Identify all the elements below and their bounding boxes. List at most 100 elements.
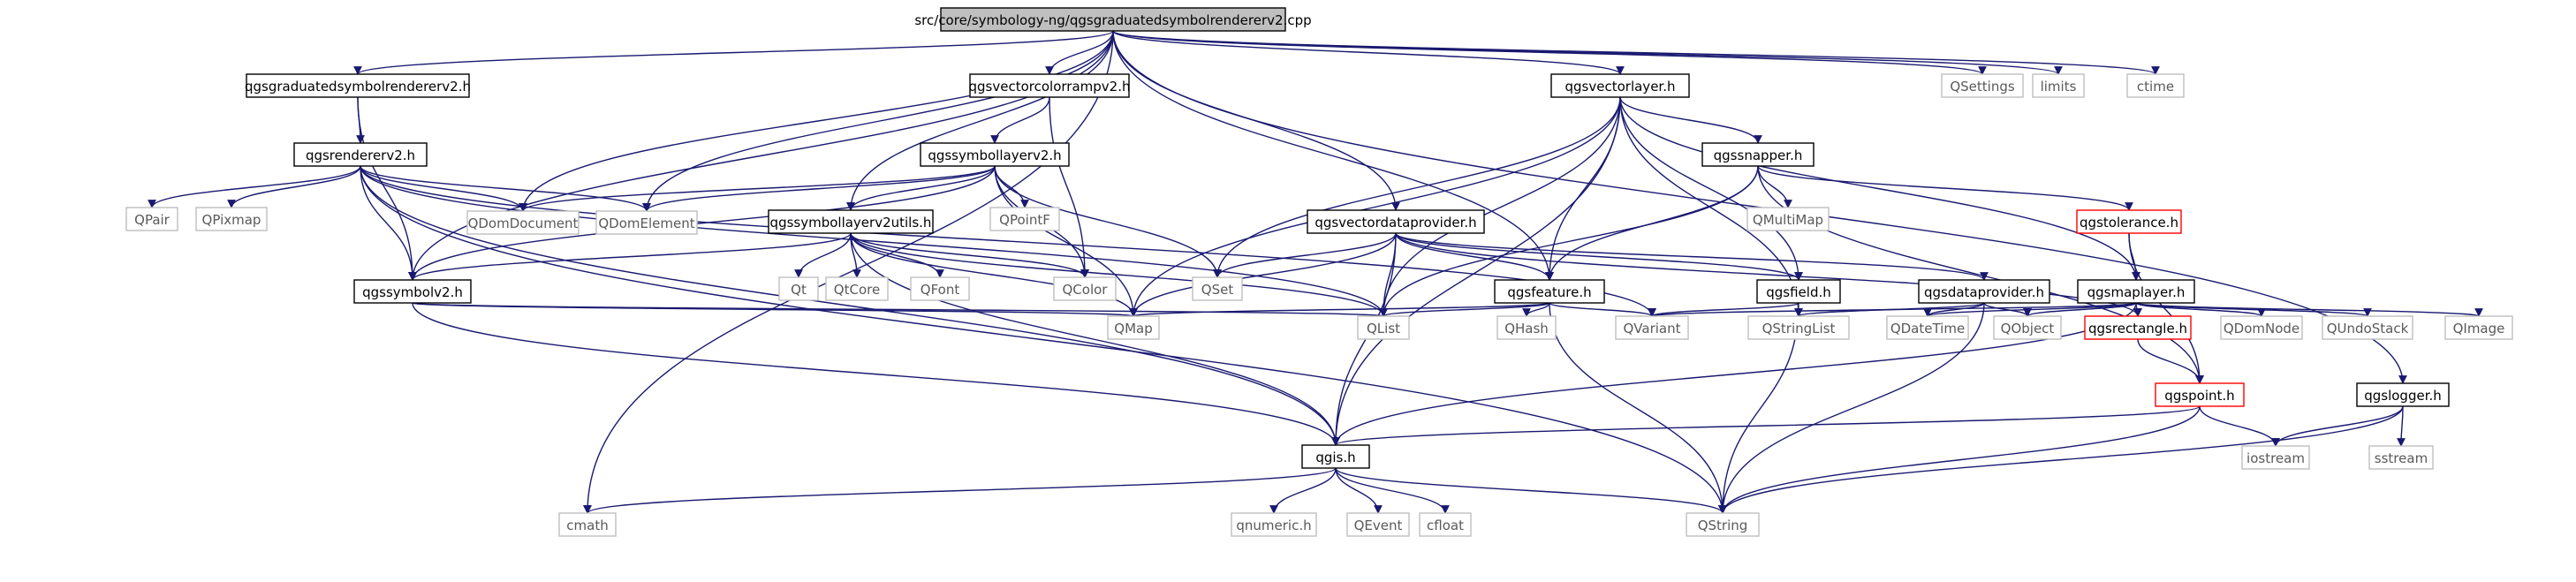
node-label: qgsvectorcolorrampv2.h [969,79,1131,94]
node-qcolor: QColor [1053,276,1117,301]
edge-ml_h-to-qvariant [1648,302,2137,317]
node-label: QPair [134,212,170,228]
edge-vl_h-to-snap_h [1619,96,1762,144]
edge-rend_h-to-qpixmap [227,165,361,208]
edge-vl_h-to-qgis_h [1331,96,1621,446]
edge-rend_h-to-sym_h [360,165,417,281]
node-label: QEvent [1354,518,1403,533]
node-label: QDomNode [2224,321,2299,336]
node-gsr-h[interactable]: qgsgraduatedsymbolrendererv2.h [245,73,471,98]
node-box [2084,315,2192,340]
edge-slu_h-to-qt [794,232,852,278]
node-vcr-h[interactable]: qgsvectorcolorrampv2.h [969,73,1131,98]
node-box [246,73,470,98]
node-box [778,276,819,301]
node-label: qgssymbollayerv2utils.h [770,215,932,231]
node-box [1886,315,1969,340]
node-label: QList [1367,321,1400,336]
node-label: qnumeric.h [1236,518,1311,533]
node-box [1494,279,1605,304]
node-qnumeric: qnumeric.h [1231,512,1317,537]
node-box [989,207,1060,231]
node-qdomel: QDomElement [595,210,698,235]
node-qpair: QPair [125,207,178,231]
edge-sym_h-to-qlist [412,302,1387,317]
node-box [1550,73,1690,98]
node-label: QFont [921,282,960,298]
node-label: QPointF [999,212,1050,228]
node-qsettings: QSettings [1941,73,2024,98]
node-box [1357,315,1410,340]
node-box [2032,73,2085,98]
node-box [1747,315,1850,340]
edge-feat_h-to-qmap [1129,302,1550,317]
node-sstream: sstream [2368,445,2434,470]
edge-rend_h-to-qgis_h [360,165,1340,446]
node-cmath: cmath [558,512,617,537]
node-box [1231,512,1317,537]
node-sl-h[interactable]: qgssymbollayerv2.h [920,142,1070,167]
node-label: QObject [2001,321,2055,336]
node-ml-h[interactable]: qgsmaplayer.h [2077,279,2195,304]
node-box [969,73,1130,98]
node-box [1301,444,1370,469]
edge-root-to-feat_h [1112,30,1554,281]
node-box [1192,276,1243,301]
node-vl-h[interactable]: qgsvectorlayer.h [1550,73,1690,98]
node-root[interactable]: src/core/symbology-ng/qgsgraduatedsymbol… [914,7,1312,32]
node-box [2368,445,2434,470]
node-label: QDomElement [598,215,694,231]
node-point-h[interactable]: qgspoint.h [2155,382,2245,407]
edge-sl_h-to-qset [994,165,1222,278]
node-label: qgssnapper.h [1714,147,1803,163]
edge-feat_h-to-qlist [1379,302,1550,317]
node-tol-h[interactable]: qgstolerance.h [2076,209,2182,234]
node-field-h[interactable]: qgsfield.h [1756,279,1841,304]
edge-logger_h-to-sstream [2397,405,2406,447]
node-sym-h[interactable]: qgssymbolv2.h [353,279,472,304]
node-qgis-h[interactable]: qgis.h [1301,444,1370,469]
edge-vcr_h-to-qcolor [1049,96,1089,278]
node-qstring: QString [1686,512,1760,537]
node-box [1053,276,1117,301]
node-qobject: QObject [1993,315,2062,340]
node-qimage: QImage [2444,315,2513,340]
edge-rend_h-to-qvariant [360,165,1656,317]
edge-sym_h-to-qmap [412,302,1137,317]
edge-snap_h-to-tol_h [1757,165,2133,211]
edge-sym_h-to-qgis_h [412,302,1340,446]
node-rect-h[interactable]: qgsrectangle.h [2084,315,2192,340]
edge-slu_h-to-qcolor [850,232,1089,278]
node-vdp-h[interactable]: qgsvectordataprovider.h [1307,209,1485,234]
edge-slu_h-to-qgis_h [850,232,1340,446]
node-label: QHash [1504,321,1549,336]
edge-logger_h-to-iostream [2271,405,2404,447]
edge-vdp_h-to-qlist [1379,232,1397,317]
node-rend-h[interactable]: qgsrendererv2.h [293,142,428,167]
edge-field_h-to-qvariant [1648,302,1799,317]
node-snap-h[interactable]: qgssnapper.h [1701,142,1815,167]
edge-rend_h-to-qpair [148,165,361,208]
node-label: qgspoint.h [2164,388,2234,404]
node-label: QUndoStack [2327,321,2409,336]
node-qtcore: QtCore [825,276,889,301]
edge-sl_h-to-qdomel [642,165,996,212]
edge-root-to-qdomel [642,30,1114,212]
node-cfloat: cfloat [1419,512,1472,537]
node-layer: src/core/symbology-ng/qgsgraduatedsymbol… [125,7,2513,537]
node-box [1419,512,1472,537]
node-qmap: QMap [1107,315,1160,340]
node-dp-h[interactable]: qgsdataprovider.h [1918,279,2050,304]
node-feat-h[interactable]: qgsfeature.h [1494,279,1605,304]
node-label: qgssymbollayerv2.h [928,147,1061,163]
edge-sl_h-to-sym_h [408,165,996,281]
node-slu-h[interactable]: qgssymbollayerv2utils.h [768,209,934,234]
node-box [1746,207,1830,231]
node-box [2356,382,2450,407]
node-label: QMap [1114,321,1152,336]
edge-slu_h-to-qfont [850,232,944,278]
node-label: qgsrectangle.h [2088,321,2187,336]
node-qt: Qt [778,276,819,301]
node-box [1941,73,2024,98]
node-logger-h[interactable]: qgslogger.h [2356,382,2450,407]
